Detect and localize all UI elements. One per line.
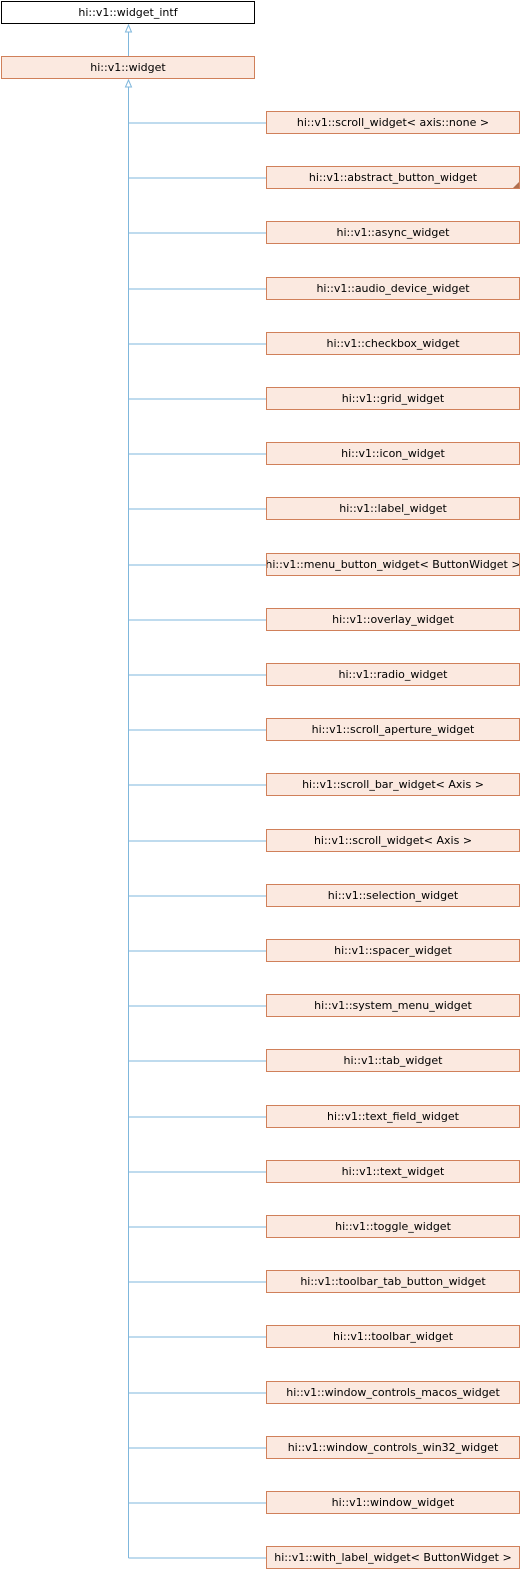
node-label: hi::v1::icon_widget xyxy=(341,447,445,460)
derived-class-node[interactable]: hi::v1::scroll_widget< axis::none > xyxy=(266,111,520,134)
node-label: hi::v1::scroll_widget< Axis > xyxy=(313,834,473,847)
derived-class-node[interactable]: hi::v1::toolbar_tab_button_widget xyxy=(266,1270,520,1293)
derived-class-node[interactable]: hi::v1::text_widget xyxy=(266,1160,520,1183)
node-label: hi::v1::window_widget xyxy=(331,1496,455,1509)
derived-class-node[interactable]: hi::v1::window_controls_win32_widget xyxy=(266,1436,520,1459)
derived-class-node[interactable]: hi::v1::spacer_widget xyxy=(266,939,520,962)
node-label: hi::v1::with_label_widget< ButtonWidget … xyxy=(274,1551,512,1564)
node-widget[interactable]: hi::v1::widget xyxy=(1,56,255,79)
node-label: hi::v1::overlay_widget xyxy=(332,613,454,626)
node-label: hi::v1::widget xyxy=(90,61,166,74)
node-label: hi::v1::audio_device_widget xyxy=(316,282,470,295)
derived-class-node[interactable]: hi::v1::scroll_widget< Axis > xyxy=(266,829,520,852)
derived-class-node[interactable]: hi::v1::overlay_widget xyxy=(266,608,520,631)
derived-class-node[interactable]: hi::v1::selection_widget xyxy=(266,884,520,907)
derived-class-node[interactable]: hi::v1::async_widget xyxy=(266,221,520,244)
derived-class-node[interactable]: hi::v1::scroll_bar_widget< Axis > xyxy=(266,773,520,796)
derived-class-node[interactable]: hi::v1::menu_button_widget< ButtonWidget… xyxy=(266,553,520,576)
derived-class-node[interactable]: hi::v1::abstract_button_widget xyxy=(266,166,520,189)
inheritance-arrow xyxy=(124,23,133,33)
derived-class-node[interactable]: hi::v1::scroll_aperture_widget xyxy=(266,718,520,741)
node-label: hi::v1::toolbar_tab_button_widget xyxy=(300,1275,486,1288)
derived-class-node[interactable]: hi::v1::audio_device_widget xyxy=(266,277,520,300)
node-label: hi::v1::window_controls_win32_widget xyxy=(287,1441,499,1454)
derived-class-node[interactable]: hi::v1::with_label_widget< ButtonWidget … xyxy=(266,1546,520,1569)
node-label: hi::v1::text_widget xyxy=(341,1165,445,1178)
node-label: hi::v1::toolbar_widget xyxy=(332,1330,454,1343)
derived-class-node[interactable]: hi::v1::icon_widget xyxy=(266,442,520,465)
node-label: hi::v1::tab_widget xyxy=(343,1054,443,1067)
node-label: hi::v1::async_widget xyxy=(336,226,450,239)
more-subclasses-marker xyxy=(513,182,519,188)
derived-class-node[interactable]: hi::v1::window_controls_macos_widget xyxy=(266,1381,520,1404)
derived-class-node[interactable]: hi::v1::text_field_widget xyxy=(266,1105,520,1128)
derived-class-node[interactable]: hi::v1::radio_widget xyxy=(266,663,520,686)
derived-class-node[interactable]: hi::v1::grid_widget xyxy=(266,387,520,410)
node-widget-intf: hi::v1::widget_intf xyxy=(1,1,255,24)
derived-class-node[interactable]: hi::v1::window_widget xyxy=(266,1491,520,1514)
node-label: hi::v1::scroll_bar_widget< Axis > xyxy=(302,778,484,791)
node-label: hi::v1::menu_button_widget< ButtonWidget… xyxy=(266,558,520,571)
node-label: hi::v1::spacer_widget xyxy=(334,944,452,957)
node-label: hi::v1::text_field_widget xyxy=(327,1110,459,1123)
node-label: hi::v1::scroll_aperture_widget xyxy=(311,723,475,736)
derived-class-node[interactable]: hi::v1::checkbox_widget xyxy=(266,332,520,355)
node-label: hi::v1::label_widget xyxy=(339,502,447,515)
node-label: hi::v1::system_menu_widget xyxy=(314,999,472,1012)
node-label: hi::v1::selection_widget xyxy=(327,889,459,902)
derived-class-node[interactable]: hi::v1::toolbar_widget xyxy=(266,1325,520,1348)
node-label: hi::v1::scroll_widget< axis::none > xyxy=(296,116,490,129)
node-label: hi::v1::radio_widget xyxy=(338,668,448,681)
node-label: hi::v1::toggle_widget xyxy=(335,1220,451,1233)
node-label: hi::v1::checkbox_widget xyxy=(326,337,460,350)
node-label: hi::v1::widget_intf xyxy=(78,6,178,19)
derived-class-node[interactable]: hi::v1::system_menu_widget xyxy=(266,994,520,1017)
derived-class-node[interactable]: hi::v1::tab_widget xyxy=(266,1049,520,1072)
node-label: hi::v1::window_controls_macos_widget xyxy=(286,1386,500,1399)
derived-class-node[interactable]: hi::v1::label_widget xyxy=(266,497,520,520)
node-label: hi::v1::grid_widget xyxy=(341,392,445,405)
derived-class-node[interactable]: hi::v1::toggle_widget xyxy=(266,1215,520,1238)
inheritance-arrow xyxy=(124,78,133,88)
node-label: hi::v1::abstract_button_widget xyxy=(308,171,478,184)
